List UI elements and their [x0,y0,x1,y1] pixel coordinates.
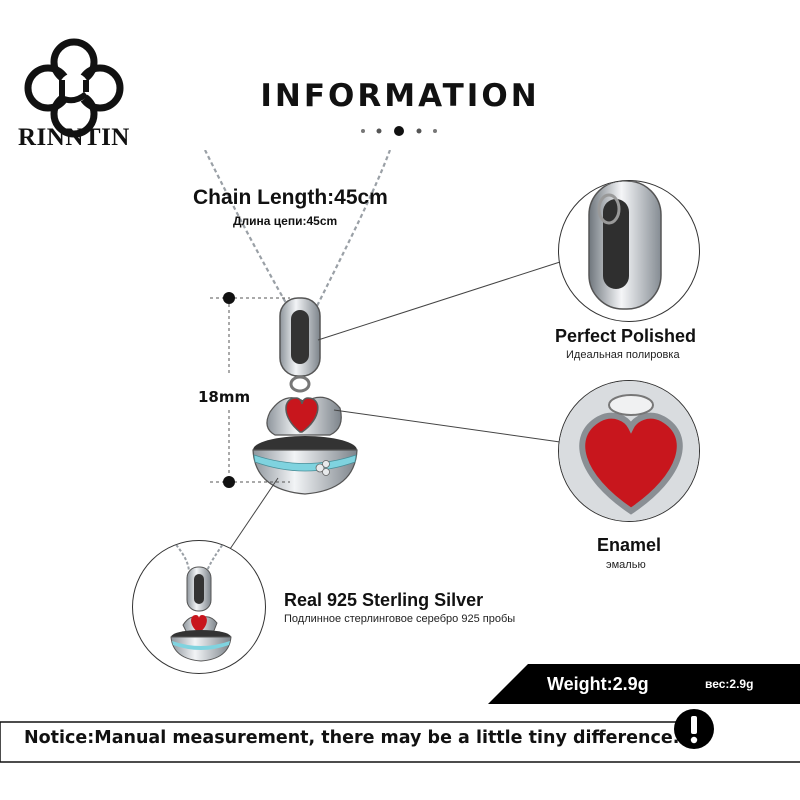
weight-label: Weight:2.9g [547,674,649,694]
weight-band [488,664,800,704]
brand-name: RINNTIN [18,124,130,151]
notice-text: Notice:Manual measurement, there may be … [24,728,680,748]
chain-length-label: Chain Length:45cm [193,186,388,209]
notice-frame [0,721,800,763]
brand-logo-icon [24,38,124,138]
silver-subtitle: Подлинное стерлинговое серебро 925 пробы [284,613,516,625]
polished-title: Perfect Polished [555,326,697,346]
enamel-subtitle: эмалью [606,559,646,571]
size-label: 18mm [198,388,251,406]
carousel-dots [361,126,437,136]
weight-label-ru: вес:2.9g [705,677,754,691]
exclamation-icon [674,709,714,749]
page-title: INFORMATION [260,78,540,114]
enamel-title: Enamel [597,535,662,555]
polished-detail-image [558,180,700,322]
enamel-detail-image [558,380,700,522]
silver-detail-image [132,540,266,674]
polished-subtitle: Идеальная полировка [566,349,680,361]
chain-length-label-ru: Длина цепи:45cm [233,214,338,228]
silver-title: Real 925 Sterling Silver [284,590,484,610]
